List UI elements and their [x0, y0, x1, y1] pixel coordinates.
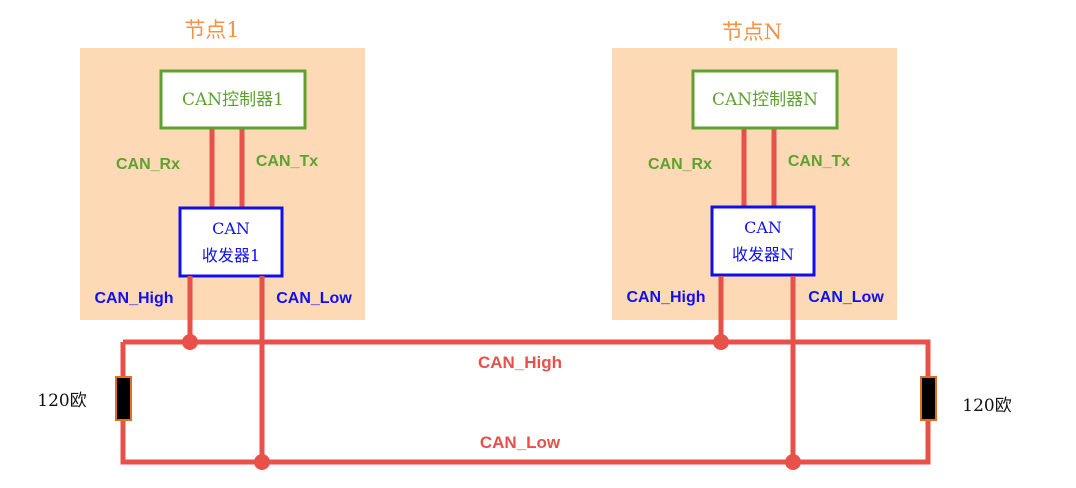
junction-dot — [254, 454, 270, 470]
high-label: CAN_High — [94, 290, 173, 307]
junction-dot — [785, 454, 801, 470]
resistor-left — [115, 376, 132, 421]
resistor-right-label: 120欧 — [962, 396, 1011, 416]
bus — [120, 276, 931, 465]
transceiver-label-line1: CAN — [744, 218, 782, 237]
transceiver-box — [178, 206, 284, 278]
node-n: 节点N CAN控制器N CAN_Rx CAN_Tx CAN 收发器N CAN_H… — [612, 20, 897, 320]
junction-dot — [182, 334, 198, 350]
junction-dot — [713, 334, 729, 350]
tx-label: CAN_Tx — [788, 153, 850, 170]
bus-high-label: CAN_High — [478, 353, 562, 372]
junctions — [182, 334, 801, 470]
transceiver-box — [710, 205, 816, 277]
bus-low-label: CAN_Low — [480, 433, 561, 452]
transceiver-label-line2: 收发器1 — [202, 246, 260, 265]
high-label: CAN_High — [626, 289, 705, 306]
tx-label: CAN_Tx — [256, 153, 318, 170]
low-label: CAN_Low — [276, 290, 352, 307]
low-label: CAN_Low — [808, 289, 884, 306]
resistor-left-label: 120欧 — [37, 391, 86, 411]
node-1: 节点1 CAN控制器1 CAN_Rx CAN_Tx CAN 收发器1 CAN_H… — [80, 18, 365, 320]
rx-label: CAN_Rx — [648, 156, 712, 173]
resistor-right — [920, 376, 937, 421]
bus-loop — [120, 339, 931, 465]
controller-label: CAN控制器N — [712, 90, 818, 110]
controller-box — [691, 69, 839, 130]
transceiver-label-line2: 收发器N — [732, 245, 794, 264]
controller-label: CAN控制器1 — [182, 90, 284, 110]
node-1-title: 节点1 — [184, 18, 239, 42]
rx-label: CAN_Rx — [116, 156, 180, 173]
node-n-title: 节点N — [722, 20, 782, 44]
transceiver-label-line1: CAN — [212, 219, 250, 238]
controller-box — [159, 69, 307, 130]
